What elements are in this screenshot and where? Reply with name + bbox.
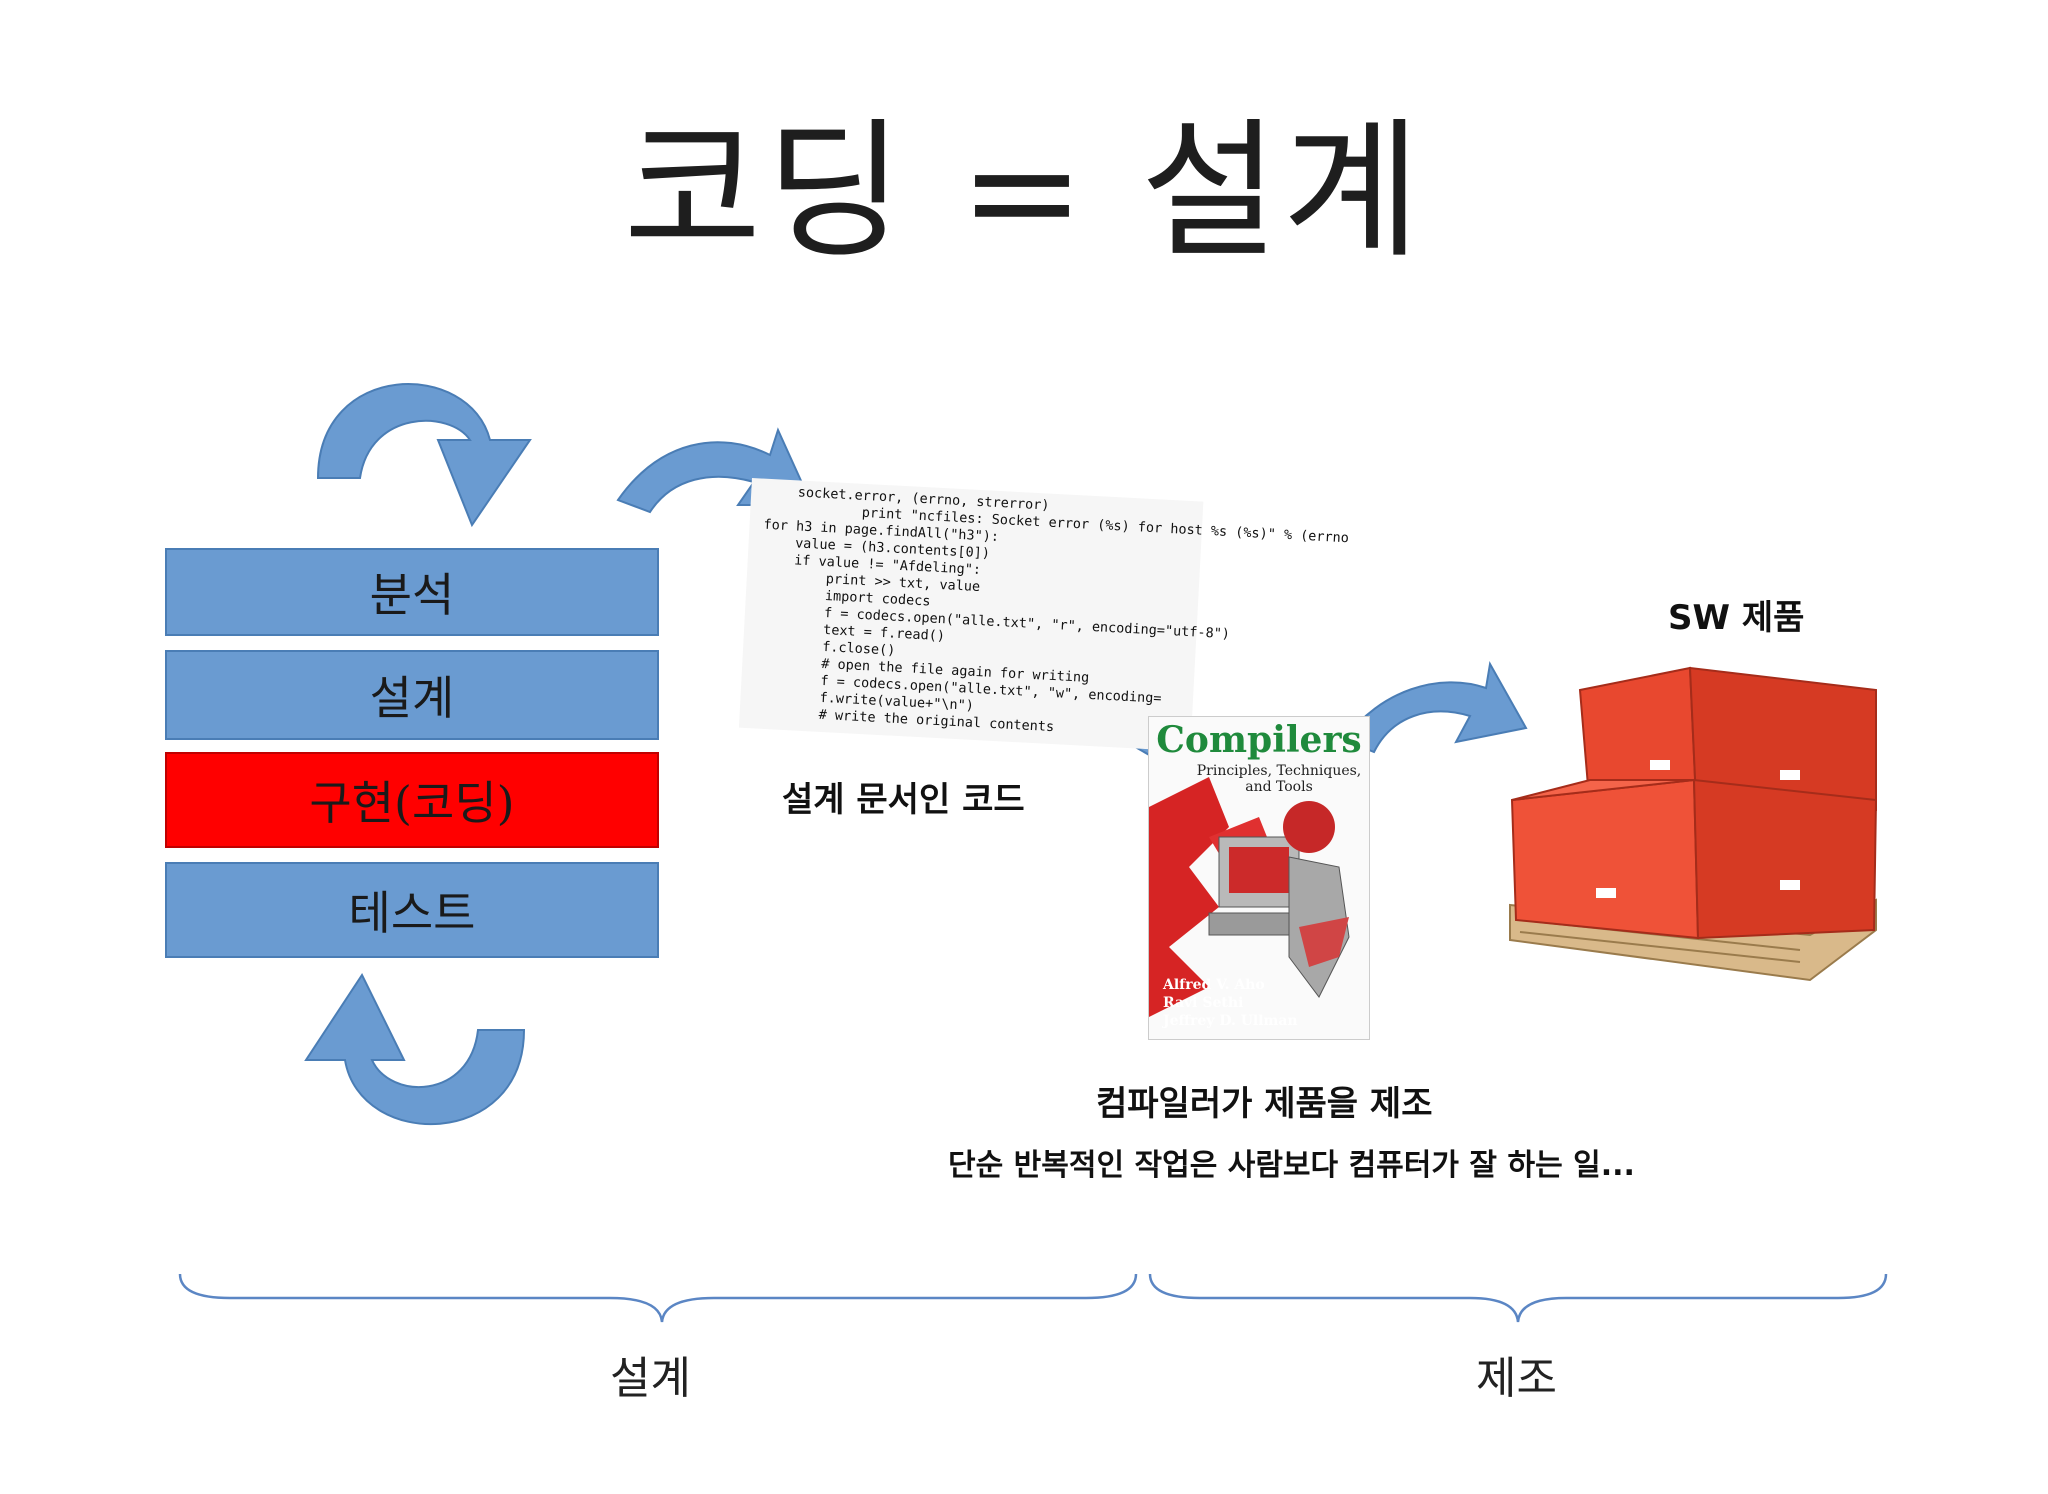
arrow-to-product [1342,661,1528,754]
box-labels [1596,760,1800,898]
stage-label: 분석 [369,568,455,622]
stage-analysis: 분석 [165,548,659,636]
phase-label-manufacture: 제조 [1476,1353,1557,1404]
book-author: Jeffrey D. Ullman [1163,1013,1298,1029]
code-caption: 설계 문서인 코드 [782,780,1025,820]
dragon-knight-illustration [1149,777,1350,1017]
book-author: Ravi Sethi [1163,995,1244,1011]
stage-design: 설계 [165,650,659,740]
loop-arrow-top [316,383,532,528]
stage-label: 설계 [369,671,455,725]
loop-arrow-bottom [304,972,526,1126]
book-subtitle: Principles, Techniques, and Tools [1196,763,1362,795]
compiler-note: 단순 반복적인 작업은 사람보다 컴퓨터가 잘 하는 일... [948,1148,1635,1183]
book-title: Compilers [1156,719,1362,761]
compiler-caption: 컴파일러가 제품을 제조 [1096,1084,1433,1124]
book-author: Alfred V. Aho [1163,977,1265,993]
stage-test: 테스트 [165,862,659,958]
compilers-book: Compilers Principles, Techniques, and To… [1148,716,1370,1040]
brace-design [178,1273,1138,1323]
brace-manufacture [1148,1273,1888,1323]
box-stack [1510,666,1878,940]
product-label: SW 제품 [1668,598,1805,638]
stage-label: 구현(코딩) [309,776,515,830]
slide-title: 코딩 = 설계 [623,105,1425,279]
stage-implementation: 구현(코딩) [165,752,659,848]
stage-label: 테스트 [348,886,476,940]
phase-label-design: 설계 [610,1353,691,1404]
